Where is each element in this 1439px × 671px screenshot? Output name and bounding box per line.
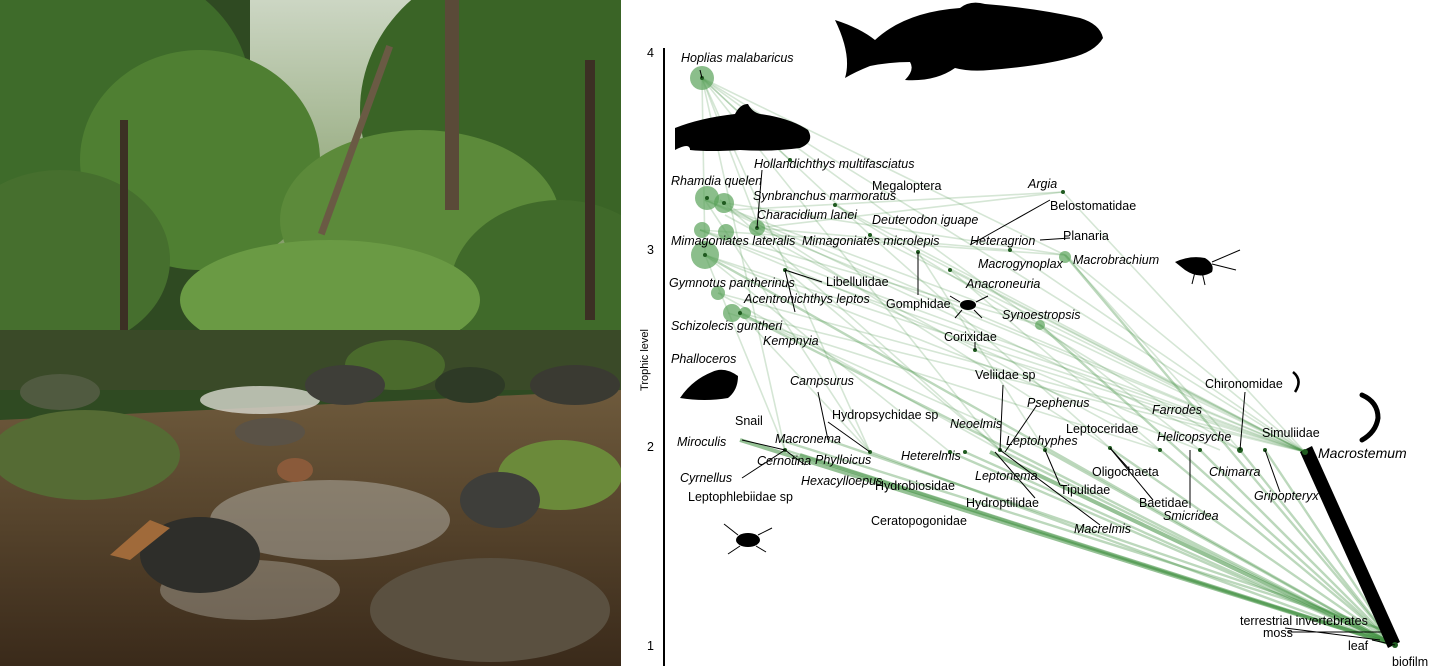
label-oligochaeta: Oligochaeta [1092,465,1159,479]
label-rhamdia: Rhamdia quelen [671,174,762,188]
label-gomphidae: Gomphidae [886,297,951,311]
label-gymnotus: Gymnotus pantherinus [669,276,795,290]
label-cernotina: Cernotina [757,454,811,468]
tick-4: 4 [647,46,654,60]
label-hydropsychidae: Hydropsychidae sp [832,408,938,422]
label-macronema: Macronema [775,432,841,446]
worm-silhouette [1292,371,1300,393]
label-phylloicus: Phylloicus [815,453,871,467]
label-planaria: Planaria [1063,229,1109,243]
tick-3: 3 [647,243,654,257]
label-macrostemum: Macrostemum [1318,445,1407,461]
label-leaf: leaf [1348,639,1369,653]
label-macrelmis: Macrelmis [1074,522,1131,536]
label-terrestrial-invertebrates: terrestrial invertebrates [1240,614,1368,628]
label-leptoceridae: Leptoceridae [1066,422,1138,436]
label-hydrobiosidae: Hydrobiosidae [875,479,955,493]
label-acentronichthys: Acentronichthys leptos [743,292,870,306]
label-baetidae: Baetidae [1139,496,1188,510]
label-hoplias: Hoplias malabaricus [681,51,794,65]
node-synoestropsis [1035,320,1045,330]
node-acentronichthys [739,307,751,319]
axis-label: Trophic level [639,329,651,391]
leader-lines [699,69,1396,646]
label-leptophlebiidae: Leptophlebiidae sp [688,490,793,504]
beetle-silhouette [723,523,773,555]
label-moss: moss [1263,626,1293,640]
label-corixidae: Corixidae [944,330,997,344]
trophic-links [699,77,1396,647]
node-gymnotus-2 [711,286,725,300]
label-leptonema: Leptonema [975,469,1038,483]
label-campsurus: Campsurus [790,374,854,388]
tick-2: 2 [647,440,654,454]
label-simuliidae: Simuliidae [1262,426,1320,440]
label-phalloceros: Phalloceros [671,352,736,366]
nymph-silhouette [949,295,989,319]
label-smicridea: Smicridea [1163,509,1219,523]
trout-silhouette [835,2,1103,81]
label-synoestropsis: Synoestropsis [1002,308,1081,322]
label-tipulidae: Tipulidae [1060,483,1110,497]
label-hydroptilidae: Hydroptilidae [966,496,1039,510]
node-mimagoniates-lateralis [694,222,710,238]
label-kempnyia: Kempnyia [763,334,819,348]
label-veliidae: Veliidae sp [975,368,1036,382]
label-hollandichthys: Hollandichthys multifasciatus [754,157,915,171]
label-chimarra: Chimarra [1209,465,1260,479]
taxon-labels: Hoplias malabaricus Hollandichthys multi… [669,51,1428,669]
label-belostomatidae: Belostomatidae [1050,199,1136,213]
label-heteragrion: Heteragrion [970,234,1035,248]
trophic-axis: 4 3 2 1 Trophic level [639,46,665,666]
label-helicopsyche: Helicopsyche [1157,430,1231,444]
label-deuterodon: Deuterodon iguape [872,213,978,227]
label-synbranchus: Synbranchus marmoratus [753,189,896,203]
forest-stream-photo [0,0,621,666]
catfish-silhouette [675,104,811,151]
label-ceratopogonidae: Ceratopogonidae [871,514,967,528]
label-argia: Argia [1027,177,1057,191]
label-chironomidae: Chironomidae [1205,377,1283,391]
food-web-diagram: 4 3 2 1 Trophic level Hoplias malabaricu… [621,0,1439,669]
label-anacroneuria: Anacroneuria [965,277,1040,291]
node-schizolecis [723,304,741,322]
label-heterelmis: Heterelmis [901,449,961,463]
tick-1: 1 [647,639,654,653]
label-snail: Snail [735,414,763,428]
label-leptohyphes: Leptohyphes [1006,434,1078,448]
macrostemum-biofilm-link [1300,446,1400,648]
guppy-silhouette [680,369,738,400]
label-farrodes: Farrodes [1152,403,1202,417]
label-biofilm: biofilm [1392,655,1428,666]
label-miroculis: Miroculis [677,435,726,449]
label-gripopteryx: Gripopteryx [1254,489,1319,503]
label-mimagoniates-lateralis: Mimagoniates lateralis [671,234,795,248]
forest-stream-illustration [0,0,621,666]
label-characidium: Characidium lanei [757,208,858,222]
label-mimagoniates-microlepis: Mimagoniates microlepis [802,234,940,248]
label-libellulidae: Libellulidae [826,275,889,289]
label-psephenus: Psephenus [1027,396,1090,410]
label-macrogynoplax: Macrogynoplax [978,257,1064,271]
label-cyrnellus: Cyrnellus [680,471,732,485]
shrimp-silhouette [1175,249,1241,286]
label-hexacylloepus: Hexacylloepus [801,474,882,488]
label-megaloptera: Megaloptera [872,179,942,193]
node-macrobrachium [1059,251,1071,263]
label-macrobrachium: Macrobrachium [1073,253,1159,267]
label-neoelmis: Neoelmis [950,417,1002,431]
node-mimagoniates-lateralis-2 [718,224,734,240]
label-schizolecis: Schizolecis guntheri [671,319,783,333]
food-web-svg: 4 3 2 1 Trophic level Hoplias malabaricu… [639,2,1428,669]
larva-silhouette [1359,392,1381,443]
